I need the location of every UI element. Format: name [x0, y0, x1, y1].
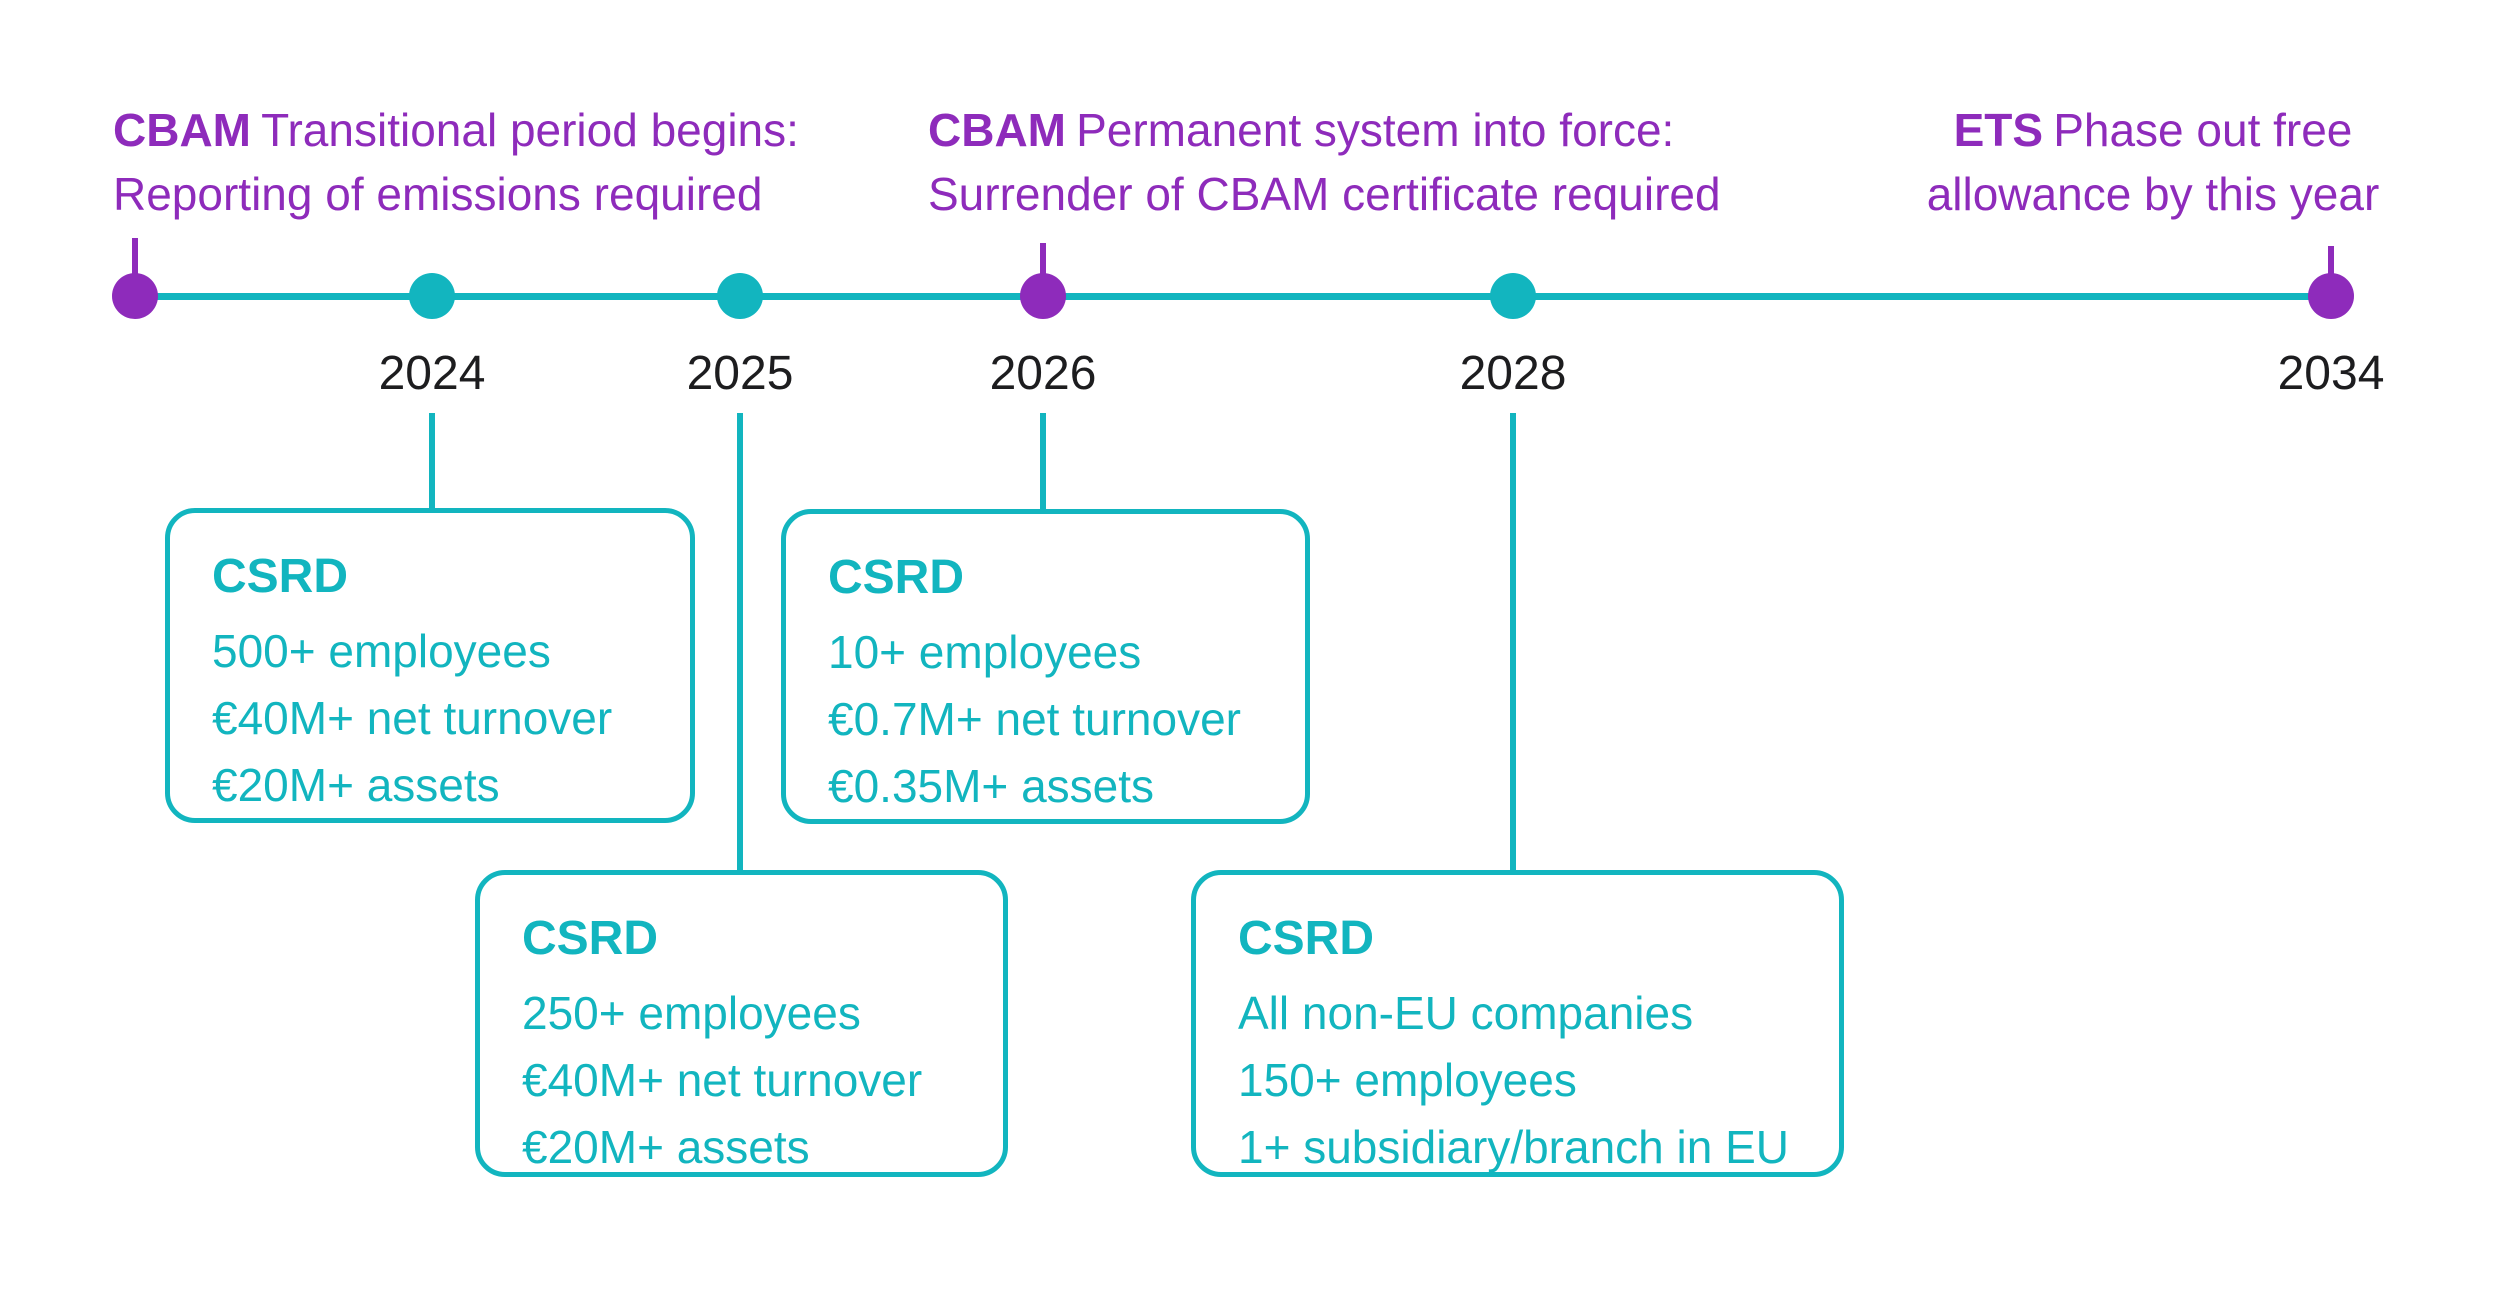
csrd-box-title: CSRD — [828, 551, 965, 604]
year-label-2025: 2025 — [686, 347, 794, 400]
csrd-box-line: €0.7M+ net turnover — [828, 693, 1241, 745]
annotation-text: Reporting of emissions required — [113, 168, 763, 220]
csrd-box-line: €20M+ assets — [522, 1121, 810, 1173]
connector-2026-box — [1040, 413, 1046, 511]
csrd-box-line: €0.35M+ assets — [828, 760, 1155, 812]
csrd-box-line: €40M+ net turnover — [522, 1054, 923, 1106]
annotation-bold-term: ETS — [1953, 104, 2044, 156]
annotation-text: Phase out free — [2053, 104, 2353, 156]
connector-annotation-start — [132, 238, 138, 300]
annotation-text: Transitional period begins: — [261, 104, 799, 156]
annotation-bold-term: CBAM — [928, 104, 1066, 156]
connector-2025-box — [737, 413, 743, 872]
csrd-box-line: 150+ employees — [1238, 1054, 1577, 1106]
annotation-text: allowance by this year — [1926, 168, 2380, 220]
csrd-box-2025: CSRD 250+ employees €40M+ net turnover €… — [475, 870, 1008, 1177]
csrd-box-line: 10+ employees — [828, 626, 1142, 678]
timeline-dot-start — [112, 273, 158, 319]
timeline-dot-2025 — [717, 273, 763, 319]
csrd-box-line: 500+ employees — [212, 625, 551, 677]
csrd-box-2024: CSRD 500+ employees €40M+ net turnover €… — [165, 508, 695, 823]
csrd-box-title: CSRD — [1238, 912, 1375, 965]
csrd-box-2026: CSRD 10+ employees €0.7M+ net turnover €… — [781, 509, 1310, 824]
csrd-box-title: CSRD — [212, 550, 349, 603]
csrd-box-line: 1+ subsidiary/branch in EU — [1238, 1121, 1790, 1173]
timeline-dot-2034 — [2308, 273, 2354, 319]
year-label-2026: 2026 — [989, 347, 1097, 400]
year-label-2028: 2028 — [1459, 347, 1567, 400]
timeline-dot-2028 — [1490, 273, 1536, 319]
csrd-box-line: €40M+ net turnover — [212, 692, 613, 744]
timeline-dot-2026 — [1020, 273, 1066, 319]
annotation-text: Permanent system into force: — [1076, 104, 1675, 156]
csrd-box-title: CSRD — [522, 912, 659, 965]
annotation-bold-term: CBAM — [113, 104, 251, 156]
csrd-box-line: All non-EU companies — [1238, 987, 1694, 1039]
year-label-2034: 2034 — [2277, 347, 2385, 400]
csrd-box-line: €20M+ assets — [212, 759, 500, 811]
csrd-box-2028: CSRD All non-EU companies 150+ employees… — [1191, 870, 1844, 1177]
annotation-text: Surrender of CBAM certificate required — [928, 168, 1721, 220]
connector-2024-box — [429, 413, 435, 510]
year-label-2024: 2024 — [378, 347, 486, 400]
timeline-dot-2024 — [409, 273, 455, 319]
connector-annotation-2026 — [1040, 243, 1046, 300]
connector-2028-box — [1510, 413, 1516, 872]
csrd-box-line: 250+ employees — [522, 987, 861, 1039]
timeline-axis — [135, 293, 2331, 300]
